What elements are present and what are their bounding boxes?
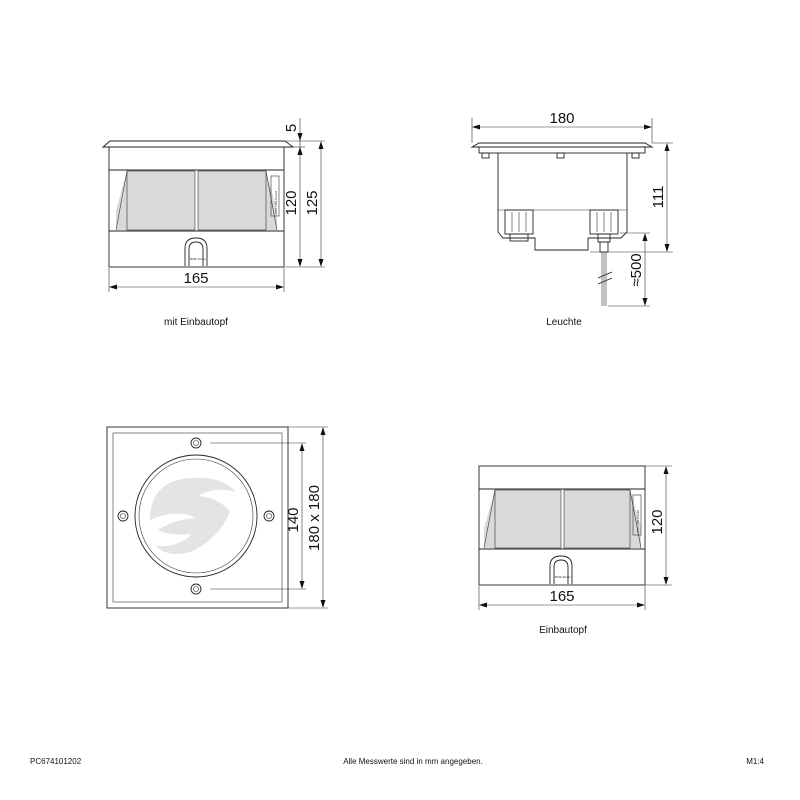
einbautopf-window-right [564,490,641,548]
leuchte-housing [497,153,628,251]
dim-inner-label: 140 [285,507,302,532]
window-left-frame [126,170,196,231]
einbautopf-body [478,465,646,586]
dim-cable-label: ≈500 [628,253,645,286]
drawing-scale: M1:4 [746,757,764,766]
pot-body [108,146,285,268]
screw-head-left [481,152,490,159]
pot-label-text: IP67 / MB-D3318 [274,191,278,214]
lamp-flange [101,140,295,148]
cable-clip: BIZE 30mm [184,237,208,266]
dim-width-165: 165 [108,268,285,292]
dim-leuchte-180: 180 [471,110,653,143]
dim-outer-label: 180 x 180 [306,485,323,551]
screw-right [263,510,275,522]
cable-gland-right [589,209,619,253]
einbautopf-label-text: IP67 / MB-D3318 [636,510,640,533]
dim-einbautopf-120: 120 [649,466,669,585]
window-right [198,171,277,230]
dim-einbautopf-165: 165 [478,586,646,610]
inner-frame [112,432,283,603]
glass-inner-circle [138,458,254,574]
dim-total-label: 125 [304,190,321,215]
dim-top-180x180: 180 x 180 [306,427,326,608]
einbautopf-cable-clip: BIZE 30mm [549,555,573,584]
dim-body-120: 120 [283,147,303,267]
window-left-edge [115,170,128,231]
dim-width-label: 165 [183,270,208,287]
leuchte-flange [470,142,654,148]
window-right-edge [265,170,278,231]
pot-label-plate: IP67 / MB-D3318 [270,175,280,217]
view-einbautopf: IP67 / MB-D3318 BIZE 30mm 165 120 Einbau… [478,465,672,636]
dim-top-140: 140 [285,443,305,589]
leuchte-top-plate [478,146,646,154]
view-leuchte: 180 111 ≈500 Leuchte [470,110,673,328]
einbautopf-label-plate: IP67 / MB-D3318 [632,494,642,536]
glass-outer-circle [134,454,258,578]
dim-flange-label: 5 [283,124,300,132]
einbautopf-clip-text: BIZE 30mm [555,575,571,579]
einbautopf-window-left [484,490,561,548]
window-left [116,171,195,230]
dim-total-125: 125 [304,141,324,267]
view-top: 140 180 x 180 [106,426,328,609]
cable [597,252,613,306]
dim-cable-500: ≈500 [628,233,648,306]
screw-bottom [190,583,202,595]
clip-text: BIZE 30mm [190,257,206,261]
caption-einbautopf: Einbautopf [539,625,587,636]
dim-leuchte-height-label: 111 [650,186,667,209]
outer-frame [106,426,289,609]
einbautopf-window-right-edge [629,489,642,549]
caption-mit-einbautopf: mit Einbautopf [164,317,228,328]
dim-einbautopf-height-label: 120 [649,509,666,534]
screw-head-middle [556,152,565,159]
dim-leuchte-111: 111 [650,143,670,252]
window-right-frame [197,170,267,231]
screw-left [117,510,129,522]
screw-head-right [631,152,640,159]
dim-leuchte-width-label: 180 [549,110,574,127]
dim-body-label: 120 [283,190,300,215]
view-mit-einbautopf: IP67 / MB-D3318 BIZE 30mm 165 5 [101,118,325,328]
einbautopf-window-left-frame [494,489,562,549]
measurement-note: Alle Messwerte sind in mm angegeben. [343,757,483,766]
article-number: PC674101202 [30,757,82,766]
cable-gland-left [504,209,534,242]
einbautopf-window-left-edge [483,489,496,549]
caption-leuchte: Leuchte [546,317,582,328]
einbautopf-window-right-frame [563,489,631,549]
glass-reflection [150,477,236,554]
dim-einbautopf-width-label: 165 [549,588,574,605]
footer: PC674101202 Alle Messwerte sind in mm an… [30,757,765,766]
screw-top [190,437,202,449]
